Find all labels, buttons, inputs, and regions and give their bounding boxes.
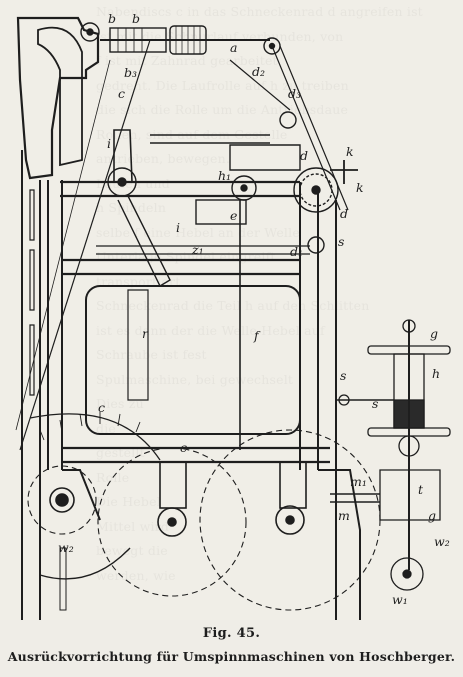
label-b1: b	[108, 11, 116, 26]
worm-gear-inner	[299, 173, 333, 207]
spindle-pulley-w1-hub	[402, 569, 412, 579]
bobbin-support	[37, 26, 83, 167]
label-w2: w₂	[434, 534, 450, 549]
label-z1: z₁	[191, 242, 204, 257]
label-r: r	[142, 326, 149, 341]
label-f: f	[253, 328, 261, 343]
lever-i	[113, 129, 133, 183]
gear-left-small	[27, 465, 97, 535]
head-casting	[16, 16, 100, 180]
large-gear-right	[199, 429, 381, 611]
figure-title: Ausrückvorrichtung für Umspinnmaschinen …	[7, 649, 456, 664]
label-w1: w₁	[392, 592, 408, 607]
spindle-lever-pivot	[338, 394, 350, 406]
rod-z	[96, 245, 310, 255]
label-b2: b	[132, 11, 140, 26]
lever-r	[127, 289, 149, 401]
handle-k	[330, 160, 358, 184]
middle-mechanism	[96, 111, 358, 450]
right-foot	[318, 469, 361, 620]
labels-group: b b b₃ a c d₂ d₃ i d k h₁ k e d i s z₁ d…	[58, 11, 450, 607]
coupling-m1	[330, 493, 380, 503]
left-frame	[21, 150, 63, 620]
hub-right	[275, 505, 305, 535]
gear-housing	[229, 144, 301, 171]
foot-slots	[59, 547, 67, 611]
label-s3: s	[372, 396, 378, 411]
hub-left-core	[167, 517, 177, 527]
label-i1: i	[107, 136, 111, 151]
hub-far-left	[49, 487, 75, 513]
mid-rail-1	[62, 258, 300, 276]
label-t: t	[418, 482, 424, 497]
label-c: c	[180, 440, 187, 455]
spindle-pulley-w1	[390, 557, 424, 591]
spindle-top-ring	[402, 319, 416, 333]
label-d2: d₂	[252, 64, 265, 79]
drawing-area	[0, 0, 463, 620]
lower-gears-group	[27, 429, 381, 611]
gear-d3	[279, 111, 297, 129]
label-e: e	[230, 208, 237, 223]
diagonal-wire	[19, 39, 151, 451]
label-g1: g	[430, 326, 438, 341]
machine-drawing: b b b₃ a c d₂ d₃ i d k h₁ k e d i s z₁ d…	[0, 0, 463, 620]
lower-hubs-group	[29, 412, 380, 611]
label-a: a	[230, 40, 237, 55]
label-d: d	[300, 148, 308, 163]
hub-right-core	[285, 515, 295, 525]
wires-group	[15, 39, 349, 451]
label-d1: d₁	[290, 244, 303, 259]
spindle-bracket	[379, 469, 441, 521]
label-m: m	[338, 508, 350, 523]
worm-gear	[293, 167, 339, 213]
hub-far-left-core	[55, 493, 69, 507]
label-g2: g	[428, 508, 436, 523]
top-spindle-group	[80, 22, 281, 55]
frame-group	[16, 16, 361, 620]
diagonal-wire-2	[15, 59, 111, 431]
bracket-e	[195, 199, 247, 225]
label-b3: b₃	[124, 65, 137, 80]
support-left	[159, 461, 187, 509]
label-m1: m₁	[350, 474, 367, 489]
right-spindle-group	[336, 319, 451, 591]
label-k1: k	[346, 144, 354, 159]
support-right	[279, 461, 307, 509]
gear-d-hub	[240, 184, 248, 192]
label-s2: s	[340, 368, 346, 383]
left-foot	[21, 469, 101, 620]
label-s1: s	[338, 234, 344, 249]
top-pulley	[80, 22, 100, 42]
label-c2: c	[98, 400, 105, 415]
brake-arc-lines	[39, 412, 141, 441]
worm-gear-hub	[311, 185, 321, 195]
label-k2: k	[356, 180, 364, 195]
label-d4: d	[340, 206, 348, 221]
label-c1: c	[118, 86, 125, 101]
brake-arc-c	[29, 413, 161, 461]
lower-curve-w2	[39, 547, 131, 580]
lever-pulley-i	[107, 167, 137, 197]
spindle-lower-disc	[398, 435, 420, 457]
label-h: h	[432, 366, 440, 381]
top-pulley-hub	[86, 28, 94, 36]
label-h1: h₁	[218, 168, 231, 183]
figure-number: Fig. 45.	[202, 626, 261, 641]
rod-h	[150, 134, 270, 144]
left-frame-slots	[29, 189, 35, 396]
label-w2b: w₂	[58, 540, 74, 555]
label-i2: i	[176, 220, 180, 235]
belt-2	[229, 59, 291, 111]
lever-i-lower	[117, 195, 171, 287]
gear-d1	[307, 236, 325, 254]
label-d3: d₃	[288, 86, 301, 101]
large-gear-left	[97, 447, 247, 597]
